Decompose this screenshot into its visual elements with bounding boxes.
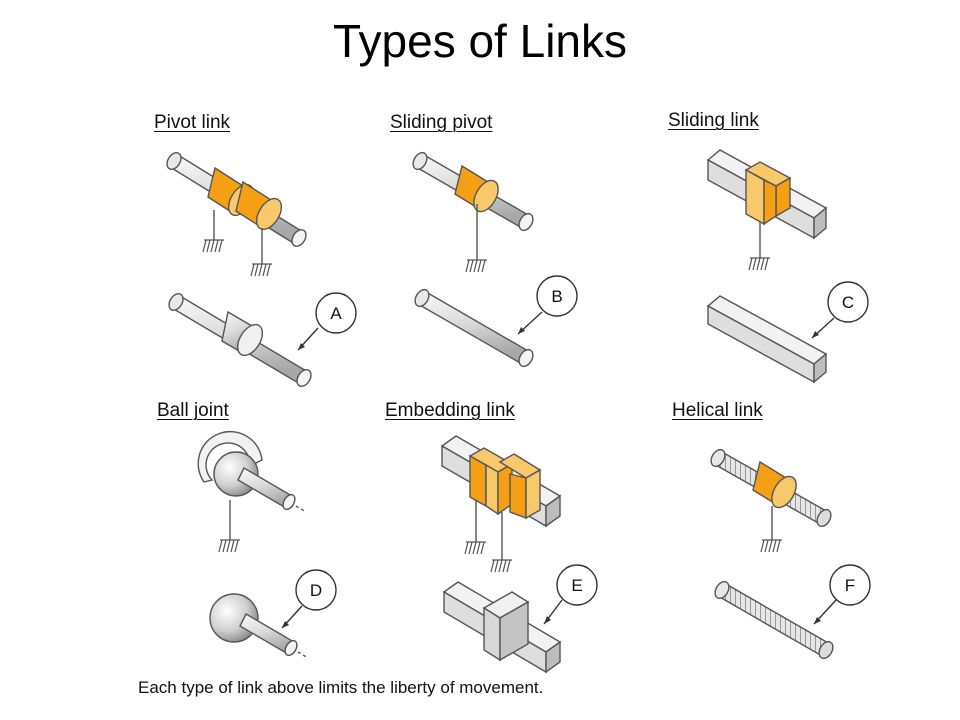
callout-f-letter: F (845, 576, 855, 595)
callout-d: D (281, 569, 337, 629)
callout-c-letter: C (842, 293, 854, 312)
ground-symbol (218, 539, 240, 553)
callout-a: A (297, 292, 357, 351)
pivot-link-assembly (166, 152, 307, 264)
label-ball-joint: Ball joint (157, 400, 229, 421)
sliding-pivot-assembly (412, 151, 534, 260)
label-pivot-link: Pivot link (154, 112, 231, 133)
helical-link-assembly (710, 448, 832, 540)
helical-link-part (714, 580, 834, 660)
callout-f: F (813, 564, 871, 625)
ground-symbol (250, 263, 272, 277)
ground-symbol (465, 259, 487, 273)
label-embedding-link: Embedding link (385, 400, 515, 421)
pivot-link-part (168, 293, 312, 387)
ball-joint-part (209, 593, 309, 659)
embedding-link-assembly (440, 435, 562, 560)
label-sliding-pivot: Sliding pivot (390, 112, 493, 133)
callout-e-letter: E (571, 576, 582, 595)
callout-d-letter: D (310, 581, 322, 600)
sliding-link-assembly (706, 149, 828, 258)
label-sliding-link: Sliding link (668, 110, 759, 131)
sliding-pivot-part (414, 288, 534, 368)
callout-e: E (543, 564, 598, 625)
embedding-link-part (442, 581, 562, 674)
caption: Each type of link above limits the liber… (138, 678, 544, 697)
callout-b-letter: B (551, 287, 562, 306)
ground-symbol (464, 541, 486, 555)
callout-a-letter: A (330, 304, 342, 323)
page-title: Types of Links (332, 15, 628, 67)
ground-symbol (202, 239, 224, 253)
callout-c: C (811, 281, 869, 339)
label-helical-link: Helical link (672, 400, 763, 421)
callout-b: B (517, 275, 578, 335)
ball-joint-assembly (197, 430, 307, 540)
ground-symbol (748, 257, 770, 271)
ground-symbol (490, 559, 512, 573)
ground-symbol (760, 539, 782, 553)
sliding-link-part (706, 295, 828, 384)
